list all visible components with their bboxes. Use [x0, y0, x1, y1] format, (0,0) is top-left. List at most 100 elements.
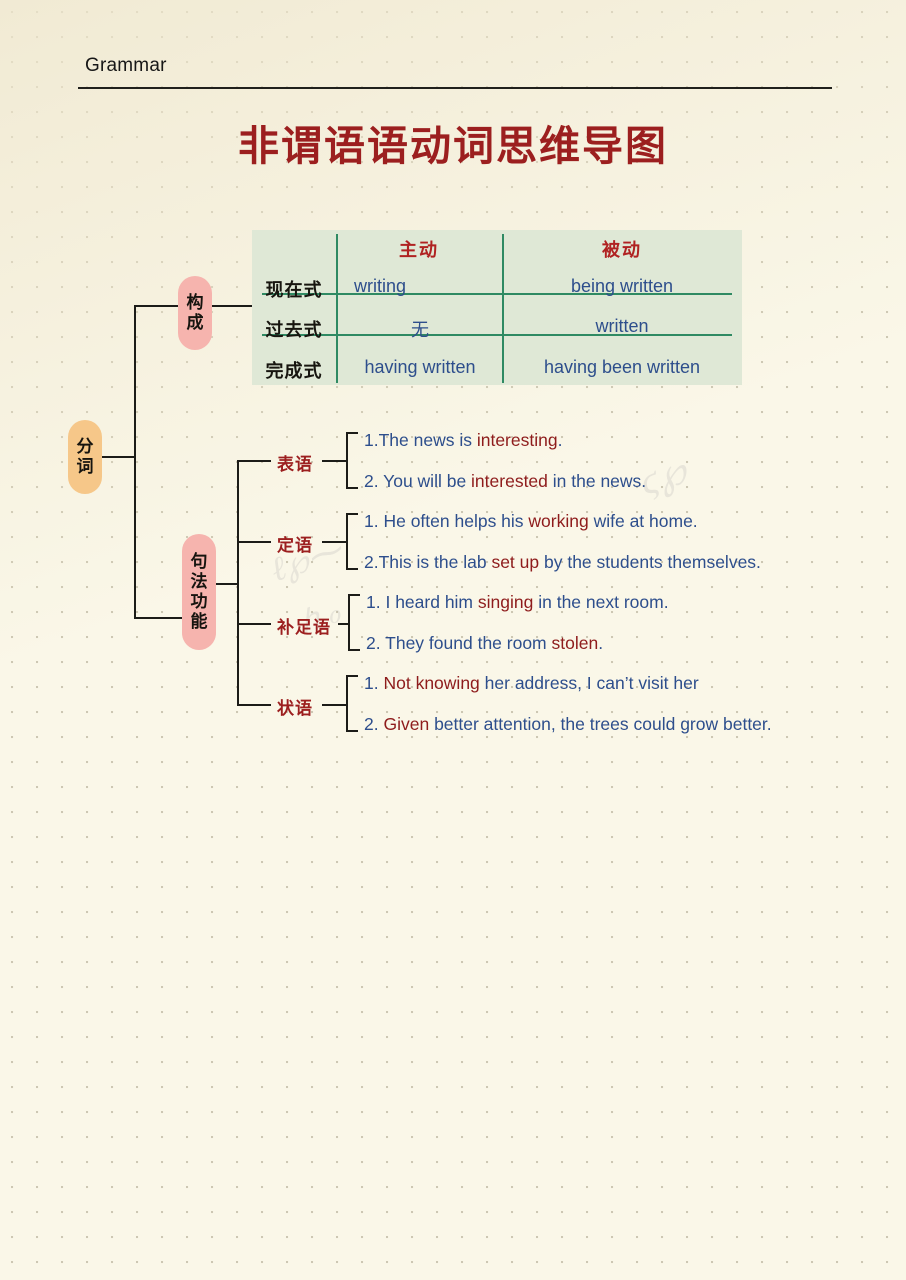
sentence-fragment: I heard him	[380, 592, 478, 612]
example-sentence: 1. Not knowing her address, I can’t visi…	[364, 673, 699, 694]
node-char: 词	[76, 457, 94, 476]
table-header-passive: 被动	[602, 240, 642, 260]
sentence-fragment: The news is	[378, 430, 477, 450]
bracket-arm	[346, 487, 358, 489]
example-number: 1.	[366, 592, 381, 612]
connector-root-stub	[102, 456, 136, 458]
connector-to-composition	[134, 305, 178, 307]
sentence-fragment: wife at home.	[588, 511, 698, 531]
node-char: 句	[190, 551, 208, 571]
table-cell: being written	[570, 276, 674, 296]
bracket-arm	[346, 432, 358, 434]
example-text: Not knowing her address, I can’t visit h…	[379, 673, 699, 693]
bracket-spine	[346, 513, 348, 570]
table-row-label: 完成式	[265, 361, 323, 381]
example-sentence: 2.This is the lab set up by the students…	[364, 552, 761, 573]
table-header-active: 主动	[399, 240, 439, 260]
connector-to-function	[237, 704, 271, 706]
sentence-fragment: He often helps his	[378, 511, 529, 531]
connector-trunk	[134, 305, 136, 619]
connector-function-out	[322, 460, 346, 462]
mindmap-node-root[interactable]: 分 词	[68, 420, 102, 494]
example-text: Given better attention, the trees could …	[379, 714, 772, 734]
bracket-arm	[348, 649, 360, 651]
example-number: 1.	[364, 430, 379, 450]
bracket-arm	[348, 594, 360, 596]
bracket-arm	[346, 513, 358, 515]
example-text: I heard him singing in the next room.	[380, 592, 669, 612]
sentence-fragment: .	[598, 633, 604, 653]
example-number: 2.	[364, 552, 379, 572]
table-cell: writing	[354, 276, 407, 296]
node-char: 能	[190, 612, 208, 632]
page-header-label: Grammar	[85, 55, 167, 76]
node-char: 分	[76, 436, 94, 456]
table-row-label: 现在式	[265, 280, 323, 300]
sentence-fragment: in the news.	[547, 471, 647, 491]
sentence-fragment: They found the room	[380, 633, 552, 653]
sentence-fragment: better attention, the trees could grow b…	[429, 714, 772, 734]
node-char: 成	[186, 313, 204, 332]
bracket-arm	[346, 730, 358, 732]
table-cell: having been written	[543, 357, 701, 377]
table-row-label: 过去式	[265, 320, 323, 340]
connector-to-function	[237, 623, 271, 625]
example-number: 1.	[364, 673, 379, 693]
example-sentence: 1. I heard him singing in the next room.	[366, 592, 669, 613]
highlighted-phrase: interested	[471, 471, 548, 491]
sentence-fragment: in the next room.	[533, 592, 669, 612]
function-label-adverbial: 状语	[277, 699, 313, 718]
highlighted-phrase: working	[528, 511, 589, 531]
example-sentence: 1.The news is interesting.	[364, 430, 562, 451]
node-char: 构	[186, 292, 204, 312]
example-number: 2.	[366, 633, 381, 653]
table-cell: written	[595, 316, 649, 336]
table-row-divider	[262, 334, 732, 336]
sentence-fragment: by the students themselves.	[539, 552, 761, 572]
bracket-arm	[346, 675, 358, 677]
example-sentence: 2. They found the room stolen.	[366, 633, 603, 654]
highlighted-phrase: stolen	[551, 633, 599, 653]
header-divider	[78, 87, 832, 89]
highlighted-phrase: Not knowing	[383, 673, 480, 693]
example-text: The news is interesting.	[379, 430, 563, 450]
connector-function-out	[322, 541, 346, 543]
example-sentence: 2. You will be interested in the news.	[364, 471, 646, 492]
page-title: 非谓语语动词思维导图	[238, 123, 668, 169]
function-label-complement: 补足语	[277, 618, 331, 637]
highlighted-phrase: set up	[491, 552, 540, 572]
tense-voice-table: 主动 被动 现在式 writing being written 过去式 无 wr…	[252, 230, 742, 385]
sentence-fragment: .	[557, 430, 563, 450]
example-number: 2.	[364, 714, 379, 734]
example-text: This is the lab set up by the students t…	[379, 552, 761, 572]
example-sentence: 1. He often helps his working wife at ho…	[364, 511, 698, 532]
table-cell: having written	[364, 357, 476, 377]
example-number: 1.	[364, 511, 379, 531]
node-char: 法	[190, 571, 208, 591]
sentence-fragment: This is the lab	[378, 552, 492, 572]
connector-syntax-stub	[216, 583, 239, 585]
sentence-fragment: You will be	[378, 471, 472, 491]
mindmap-node-composition[interactable]: 构 成	[178, 276, 212, 350]
connector-composition-to-table	[212, 305, 252, 307]
connector-to-function	[237, 541, 271, 543]
connector-function-out	[322, 704, 346, 706]
bracket-spine	[346, 432, 348, 489]
table-column-divider	[336, 234, 338, 383]
bracket-spine	[346, 675, 348, 732]
table-column-divider	[502, 234, 504, 383]
highlighted-phrase: interesting	[476, 430, 558, 450]
table-cell: 无	[411, 320, 429, 340]
highlighted-phrase: Given	[383, 714, 430, 734]
example-number: 2.	[364, 471, 379, 491]
connector-to-syntax	[134, 617, 182, 619]
function-label-predicative: 表语	[277, 455, 313, 474]
mindmap-node-syntax-function[interactable]: 句 法 功 能	[182, 534, 216, 650]
connector-to-function	[237, 460, 271, 462]
example-text: He often helps his working wife at home.	[378, 511, 698, 531]
table-row-divider	[262, 293, 732, 295]
example-sentence: 2. Given better attention, the trees cou…	[364, 714, 772, 735]
function-label-attributive: 定语	[277, 536, 313, 555]
sentence-fragment: her address, I can’t visit her	[479, 673, 699, 693]
